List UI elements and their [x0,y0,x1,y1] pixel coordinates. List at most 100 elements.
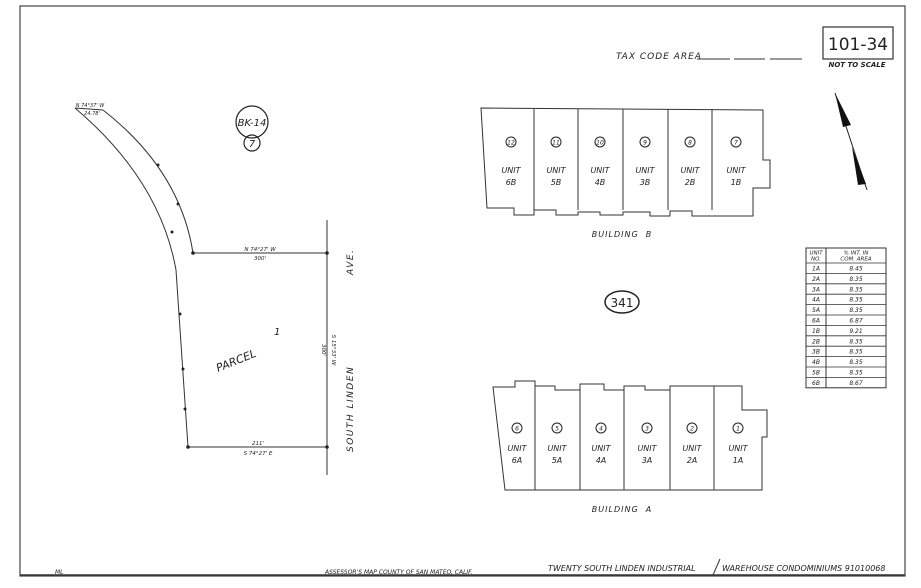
map-number: 101-34 [828,35,888,55]
book-circle [235,105,269,139]
right-length: 300' [320,344,326,356]
unit-word: UNIT [590,166,610,175]
unit-number-circle [594,136,606,148]
parcel-corner-dots [156,163,329,449]
unit-number-circle [732,422,744,434]
right-bearing: S 15°33' W [330,335,336,366]
table-cell-interest: 8.35 [849,286,863,293]
book-label: BK-14 [238,118,267,129]
parcel-label: PARCEL [214,347,258,375]
bottom-bearing: S 74°27' E [244,451,273,457]
north-arrow-icon [834,92,868,191]
footer-title-left: TWENTY SOUTH LINDEN INDUSTRIAL [548,564,696,573]
unit-word: UNIT [591,444,611,453]
page-label: 7 [249,139,256,150]
unit-number-circle [550,136,562,148]
footer-title-right: WAREHOUSE CONDOMINIUMS 91010068 [722,564,885,573]
unit-number: 1 [736,426,740,433]
top-bearing: N 74°27' W [244,247,276,253]
table-cell-interest: 8.35 [849,370,863,377]
unit-id: 1A [733,456,744,465]
unit-id: 1B [731,178,742,187]
street-name: SOUTH LINDEN [346,366,356,452]
unit-number: 8 [688,140,692,147]
unit-id: 3A [642,456,653,465]
unit-number-circle [641,422,653,434]
unit-number-circle [511,422,523,434]
table-cell-interest: 9.21 [849,328,862,335]
header-interest: COM. AREA [840,257,871,263]
table-cell-interest: 6.87 [849,318,863,325]
unit-id: 6B [506,178,517,187]
unit-id: 5A [552,456,563,465]
building-b-outline [480,107,771,217]
building-b-label: BUILDING B [592,230,652,239]
table-cell-unit: 3A [812,286,820,293]
table-border [805,247,887,389]
unit-number-circle [551,422,563,434]
unit-word: UNIT [635,166,655,175]
table-cell-interest: 8.35 [849,338,863,345]
table-cell-unit: 2B [812,338,820,345]
unit-number: 12 [507,140,515,147]
unit-number-circle [595,422,607,434]
bottom-length: 211' [252,441,264,447]
table-cell-interest: 8.35 [849,297,863,304]
table-cell-interest: 8.35 [849,359,863,366]
unit-number-circle [639,136,651,148]
page-circle [243,134,261,152]
parcel-boundary [74,107,328,475]
unit-number-circle [505,136,517,148]
unit-number: 11 [552,140,560,147]
unit-number: 10 [596,140,604,147]
footer-county: ASSESSOR'S MAP COUNTY OF SAN MATEO, CALI… [324,569,473,576]
unit-word: UNIT [637,444,657,453]
unit-word: UNIT [546,166,566,175]
table-cell-interest: 8.35 [849,276,863,283]
unit-id: 4A [596,456,607,465]
table-cell-interest: 8.67 [849,380,863,387]
unit-number: 9 [643,140,647,147]
unit-number: 7 [734,140,738,147]
table-cell-interest: 8.45 [849,266,863,273]
unit-number-circle [686,422,698,434]
footer-slash [712,558,721,576]
table-cell-interest: 8.35 [849,349,863,356]
unit-word: UNIT [507,444,527,453]
footer-initials: ML [55,569,64,576]
parcel-number: 1 [274,327,280,338]
map-number-box [822,26,894,60]
unit-id: 6A [512,456,523,465]
scale-note: NOT TO SCALE [828,61,885,69]
header-unit-no: UNIT [809,251,823,257]
table-cell-unit: 5A [812,307,820,314]
table-cell-unit: 1A [812,266,820,273]
table-cell-unit: 4B [812,359,820,366]
unit-number: 5 [555,426,559,433]
corner-bearing: N 74°37' W [76,103,106,109]
lot-number: 341 [611,296,634,310]
unit-number-circle [730,136,742,148]
unit-id: 4B [595,178,606,187]
unit-id: 3B [640,178,651,187]
table-cell-unit: 1B [812,328,820,335]
unit-id: 2B [685,178,696,187]
unit-number-circle [684,136,696,148]
unit-id: 2A [687,456,698,465]
unit-word: UNIT [682,444,702,453]
table-cell-unit: 5B [812,370,820,377]
top-length: 300' [254,256,266,262]
building-a-outline [492,380,768,491]
header-interest: % INT. IN [844,251,869,257]
lot-oval [604,290,640,314]
